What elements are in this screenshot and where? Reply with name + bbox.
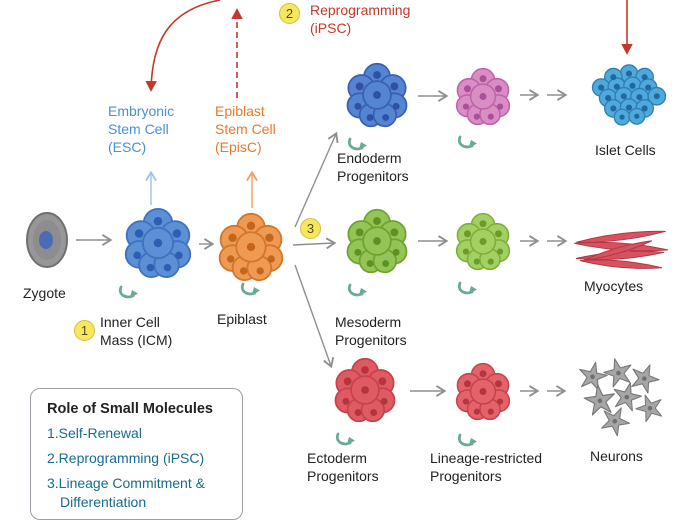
self-renewal-icon-restricted-endoderm [457,135,479,150]
step-3-number: 3 [306,221,315,236]
myocytes-art [574,230,668,269]
myocytes-label: Myocytes [584,278,644,294]
zygote-cell [26,212,68,268]
mesoderm-restricted-progenitor-cells [455,212,511,271]
esc-label: Embryonic Stem Cell (ESC) [108,103,175,155]
step-3-badge: 3 [300,218,321,239]
episc-label: Epiblast Stem Cell (EpisC) [215,103,276,155]
ectoderm-restricted-progenitor-cells [455,362,511,421]
step-1-badge: 1 [74,320,95,341]
ectoderm-progenitor-cells [334,357,396,423]
legend-item-1: 1.Self-Renewal [47,425,142,441]
islet-cells-label: Islet Cells [595,142,656,158]
step-1-number: 1 [80,323,89,338]
endoderm-restricted-progenitor-cells [455,67,511,126]
neurons-art [575,354,667,439]
icm-label: Inner Cell Mass (ICM) [100,314,173,348]
mesoderm-label: Mesoderm Progenitors [335,314,407,348]
self-renewal-icon-restricted-mesoderm [457,281,479,296]
self-renewal-icon-epiblast [240,282,262,297]
legend-item-3: 3.Lineage Commitment & Differentiation [47,475,205,510]
islet-cells-art [592,64,666,125]
self-renewal-icon-icm [118,285,140,300]
zygote-label: Zygote [23,285,66,301]
epiblast-cells [218,212,284,282]
epiblast-label: Epiblast [217,311,267,327]
self-renewal-icon-restricted-ectoderm [457,433,479,448]
icm-cells [124,207,192,279]
mesoderm-progenitor-cells [346,208,408,274]
endoderm-progenitor-cells [346,62,408,128]
ectoderm-label: Ectoderm Progenitors [307,450,379,484]
self-renewal-icon-ectoderm [335,432,357,447]
self-renewal-icon-mesoderm [347,283,369,298]
legend-title: Role of Small Molecules [47,401,213,417]
step-2-number: 2 [285,6,294,21]
reprogramming-label: Reprogramming (iPSC) [310,2,411,36]
legend-item-2: 2.Reprogramming (iPSC) [47,450,205,467]
step-2-badge: 2 [279,3,300,24]
lineage-restricted-label: Lineage-restricted Progenitors [430,450,543,484]
legend-box: Role of Small Molecules 1.Self-Renewal 2… [30,388,243,520]
neurons-label: Neurons [590,448,643,464]
endoderm-label: Endoderm Progenitors [337,150,409,184]
